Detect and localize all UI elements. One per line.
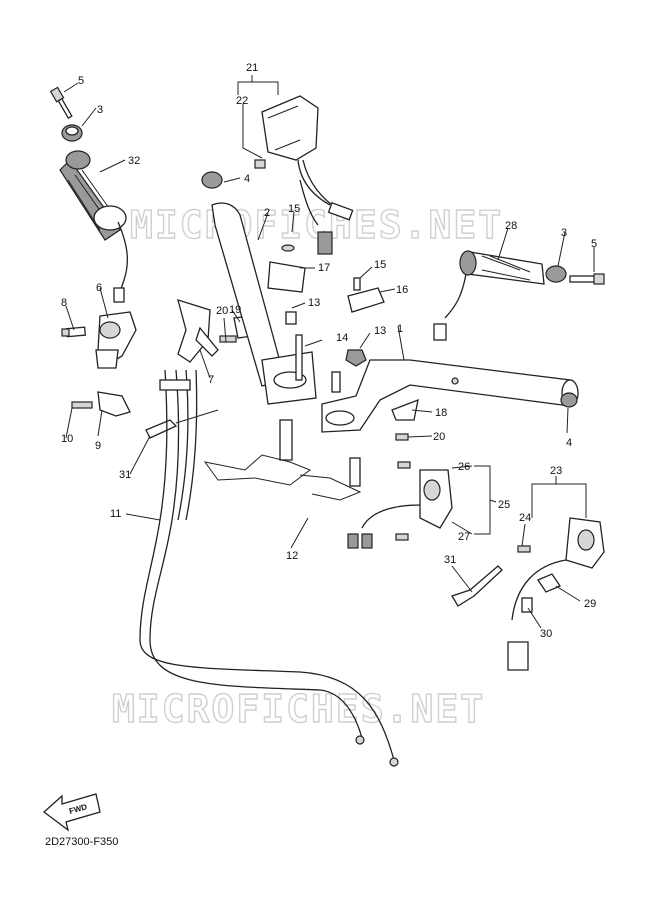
callout-8: 8 bbox=[61, 297, 67, 309]
callout-13-right: 13 bbox=[374, 325, 386, 337]
callout-22: 22 bbox=[236, 95, 248, 107]
callout-labels: 5 3 32 21 22 4 2 15 17 13 15 16 13 14 1 … bbox=[61, 62, 597, 640]
callout-17: 17 bbox=[318, 262, 330, 274]
callout-1: 1 bbox=[397, 323, 403, 335]
diagram-code: 2D27300-F350 bbox=[45, 836, 118, 848]
handlebar-left-2 bbox=[201, 171, 341, 405]
callout-10: 10 bbox=[61, 433, 73, 445]
callout-4-left: 4 bbox=[244, 173, 250, 185]
callout-31-right: 31 bbox=[444, 554, 456, 566]
right-grip-28 bbox=[433, 250, 605, 341]
callout-15-right: 15 bbox=[374, 259, 386, 271]
callout-2: 2 bbox=[264, 207, 270, 219]
callout-4-right: 4 bbox=[566, 437, 572, 449]
callout-5-left: 5 bbox=[78, 75, 84, 87]
callout-20-left: 20 bbox=[216, 305, 228, 317]
callout-29: 29 bbox=[584, 598, 596, 610]
callout-9: 9 bbox=[95, 440, 101, 452]
callout-3-left: 3 bbox=[97, 104, 103, 116]
left-grip-32 bbox=[59, 150, 129, 303]
callout-28: 28 bbox=[505, 220, 517, 232]
left-lever-assembly bbox=[61, 299, 253, 439]
left-grip-assembly bbox=[49, 86, 129, 303]
right-switch-housing bbox=[451, 517, 605, 671]
callout-16: 16 bbox=[396, 284, 408, 296]
callout-32: 32 bbox=[128, 155, 140, 167]
callout-15-left: 15 bbox=[288, 203, 300, 215]
callout-18: 18 bbox=[435, 407, 447, 419]
callout-7: 7 bbox=[208, 374, 214, 386]
right-switch-assembly bbox=[347, 461, 453, 549]
callout-24: 24 bbox=[519, 512, 531, 524]
callout-27: 27 bbox=[458, 531, 470, 543]
callout-23: 23 bbox=[550, 465, 562, 477]
callout-3-right: 3 bbox=[561, 227, 567, 239]
callout-14: 14 bbox=[336, 332, 348, 344]
fwd-arrow-icon: FWD bbox=[42, 793, 101, 832]
watermark-top: MICROFICHES.NET bbox=[130, 203, 503, 247]
handlebar-holder bbox=[203, 419, 362, 501]
callout-6: 6 bbox=[96, 282, 102, 294]
callout-26: 26 bbox=[458, 461, 470, 473]
callout-11: 11 bbox=[110, 508, 121, 520]
watermark-bottom: MICROFICHES.NET bbox=[112, 687, 485, 731]
callout-25: 25 bbox=[498, 499, 510, 511]
callout-12: 12 bbox=[286, 550, 298, 562]
handlebar-right-1 bbox=[321, 277, 579, 441]
callout-31-left: 31 bbox=[119, 469, 131, 481]
callout-5-right: 5 bbox=[591, 238, 597, 250]
callout-13-left: 13 bbox=[308, 297, 320, 309]
callout-19: 19 bbox=[229, 304, 241, 316]
leader-lines bbox=[63, 75, 595, 629]
callout-30: 30 bbox=[540, 628, 552, 640]
callout-21: 21 bbox=[246, 62, 258, 74]
callout-20-right: 20 bbox=[433, 431, 445, 443]
upper-switch-housing bbox=[254, 95, 354, 255]
throttle-cables-11 bbox=[139, 369, 399, 767]
bolt-5-left bbox=[49, 86, 73, 120]
